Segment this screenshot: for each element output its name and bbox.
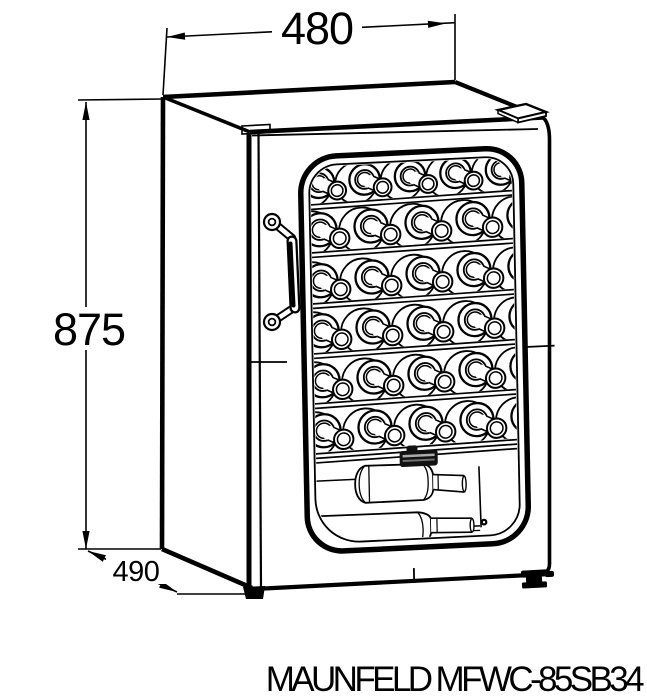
svg-text:MAUNFELD MFWC-85SB34: MAUNFELD MFWC-85SB34 xyxy=(266,660,644,699)
svg-text:480: 480 xyxy=(281,3,353,54)
svg-text:490: 490 xyxy=(113,556,160,588)
svg-text:875: 875 xyxy=(53,304,125,355)
